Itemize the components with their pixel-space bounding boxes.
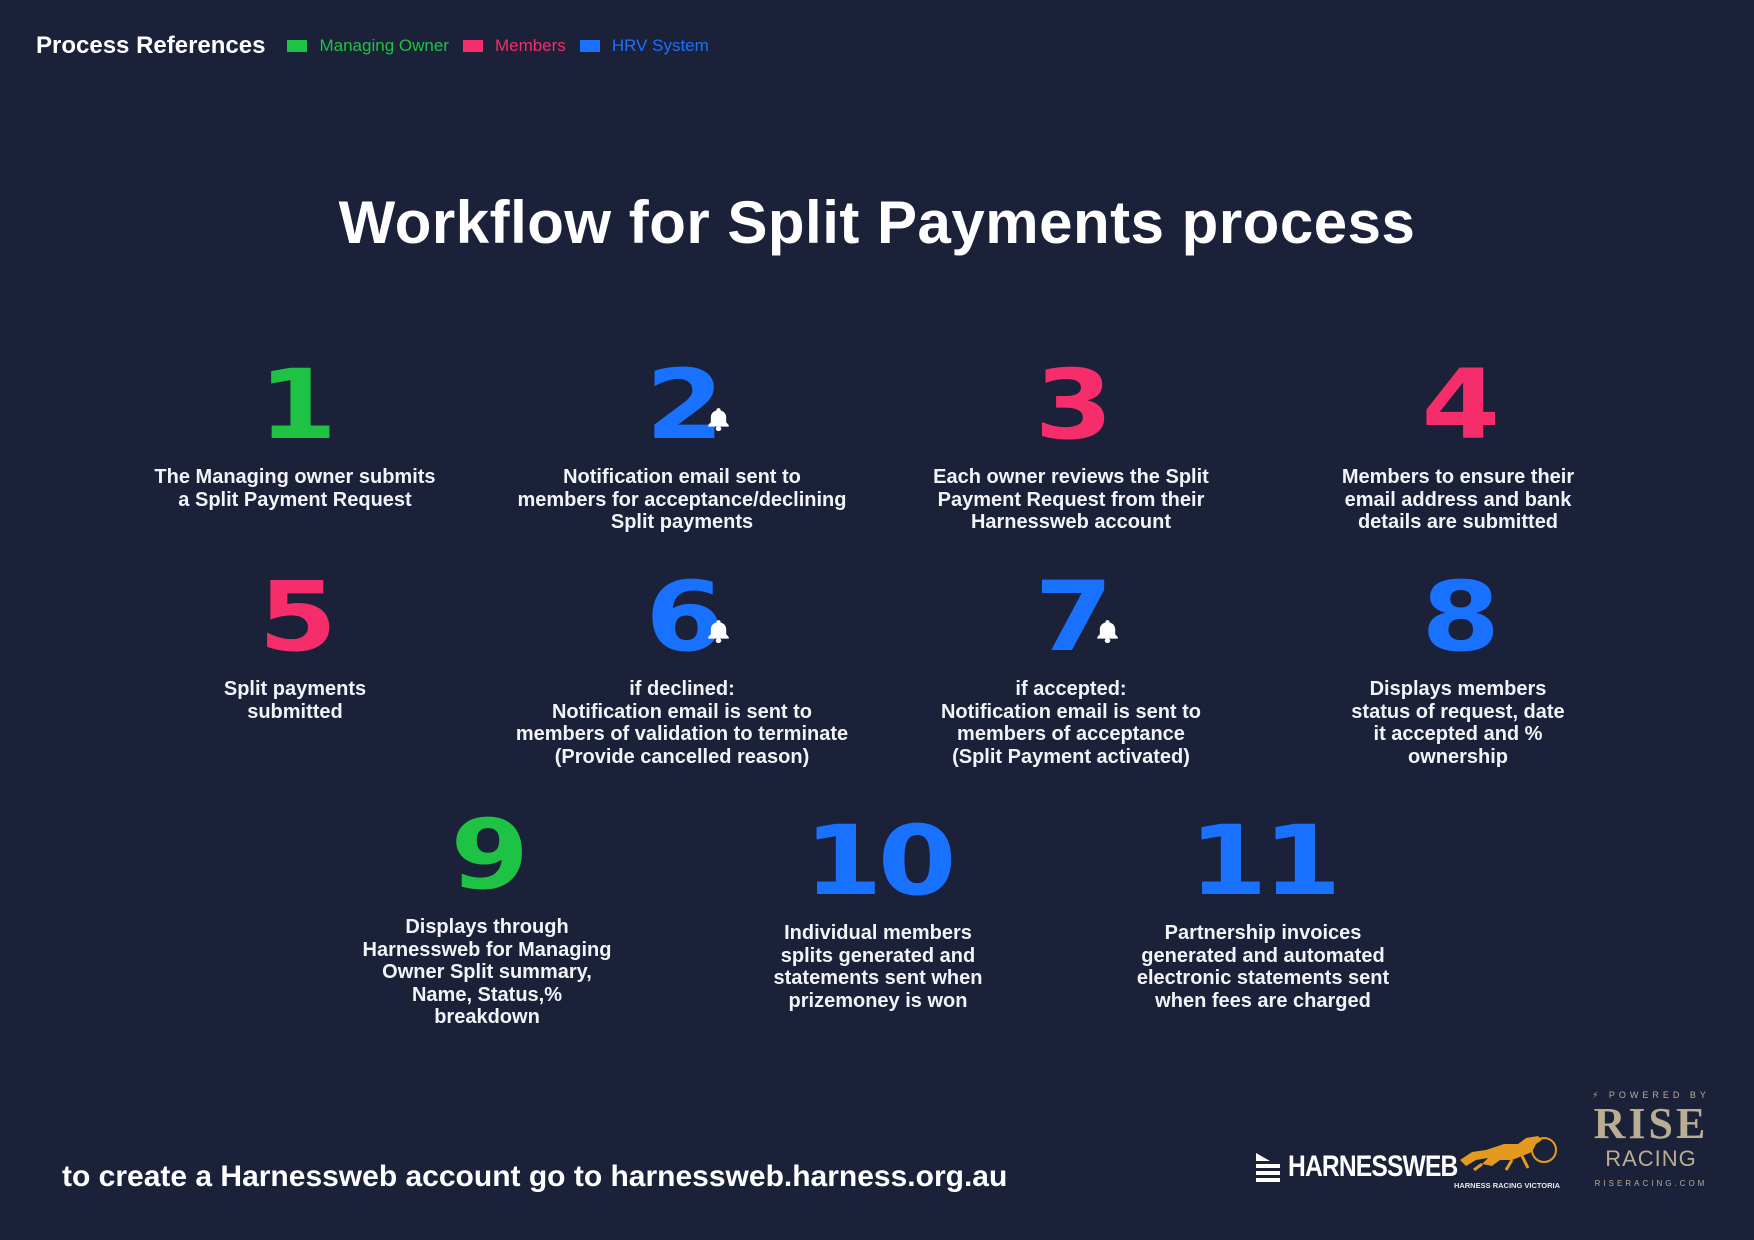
- legend-swatch-members: [462, 40, 483, 52]
- harness-racing-victoria-logo: HARNESS RACING VICTORIA: [1452, 1130, 1562, 1192]
- workflow-step-11: 11 Partnership invoices generated and au…: [1073, 805, 1453, 1012]
- hrv-caption: HARNESS RACING VICTORIA: [1453, 1181, 1561, 1190]
- step-number: 5: [257, 561, 337, 673]
- step-description: Members to ensure their email address an…: [1341, 466, 1575, 533]
- step-description: Split payments submitted: [223, 678, 367, 723]
- workflow-step-5: 5 Split payments submitted: [105, 561, 485, 723]
- harnessweb-wordmark: HARNESSWEB: [1288, 1150, 1458, 1183]
- legend-label: Members: [494, 36, 566, 55]
- legend-item-managing-owner: Managing Owner: [287, 36, 449, 56]
- rise-wordmark: RISE: [1593, 1099, 1709, 1148]
- step-description: The Managing owner submits a Split Payme…: [154, 466, 436, 511]
- legend-item-hrv-system: HRV System: [579, 36, 709, 56]
- step-description: if declined: Notification email is sent …: [515, 678, 849, 768]
- step-number: 2: [645, 357, 729, 453]
- bell-icon: [703, 354, 734, 432]
- step-number: 6: [645, 569, 729, 665]
- rise-url: RISERACING.COM: [1594, 1179, 1708, 1188]
- workflow-step-4: 4 Members to ensure their email address …: [1268, 349, 1648, 534]
- step-number: 11: [1188, 805, 1342, 917]
- step-description: Partnership invoices generated and autom…: [1136, 922, 1390, 1012]
- step-number: 3: [1033, 349, 1113, 461]
- page-title: Workflow for Split Payments process: [338, 189, 1416, 256]
- legend-swatch-hrv-system: [579, 40, 600, 52]
- rise-racing-logo: ⚡ POWERED BY RISE RACING RISERACING.COM: [1586, 1090, 1716, 1188]
- workflow-step-1: 1 The Managing owner submits a Split Pay…: [105, 349, 485, 511]
- legend-label: Managing Owner: [319, 36, 449, 55]
- rise-powered-by: ⚡ POWERED BY: [1592, 1090, 1710, 1100]
- step-description: Displays through Harnessweb for Managing…: [362, 916, 612, 1028]
- legend-title: Process References: [36, 32, 266, 59]
- harnessweb-logo: HARNESSWEB: [1254, 1150, 1495, 1184]
- step-number: 10: [803, 805, 957, 917]
- legend-label: HRV System: [611, 36, 709, 55]
- step-number: 9: [449, 799, 529, 911]
- process-references-legend: Process References Managing Owner Member…: [36, 28, 723, 64]
- step-description: Displays members status of request, date…: [1351, 678, 1565, 768]
- step-number: 7: [1034, 569, 1118, 665]
- step-description: if accepted: Notification email is sent …: [940, 678, 1202, 768]
- workflow-step-7: 7 if accepted: Notification email is sen…: [881, 569, 1261, 768]
- step-description: Individual members splits generated and …: [773, 922, 983, 1012]
- workflow-step-2: 2 Notification email sent to members for…: [492, 357, 872, 534]
- footer-instruction: to create a Harnessweb account go to har…: [62, 1160, 1008, 1193]
- workflow-step-10: 10 Individual members splits generated a…: [688, 805, 1068, 1012]
- step-description: Each owner reviews the Split Payment Req…: [933, 466, 1209, 533]
- step-number: 1: [257, 349, 337, 461]
- workflow-step-8: 8 Displays members status of request, da…: [1268, 561, 1648, 768]
- step-number: 8: [1420, 561, 1500, 673]
- bell-icon: [703, 566, 734, 644]
- bell-icon: [1092, 566, 1123, 644]
- step-description: Notification email sent to members for a…: [517, 466, 847, 533]
- step-number: 4: [1420, 349, 1500, 461]
- harnessweb-mark-icon: [1256, 1153, 1280, 1182]
- legend-item-members: Members: [462, 36, 566, 56]
- racing-wordmark: RACING: [1605, 1146, 1697, 1171]
- trotting-horse-icon: [1460, 1136, 1557, 1172]
- workflow-step-3: 3 Each owner reviews the Split Payment R…: [881, 349, 1261, 534]
- workflow-step-9: 9 Displays through Harnessweb for Managi…: [297, 799, 677, 1029]
- legend-swatch-managing-owner: [287, 40, 308, 52]
- workflow-step-6: 6 if declined: Notification email is sen…: [492, 569, 872, 768]
- lightning-icon: ⚡: [1592, 1090, 1603, 1100]
